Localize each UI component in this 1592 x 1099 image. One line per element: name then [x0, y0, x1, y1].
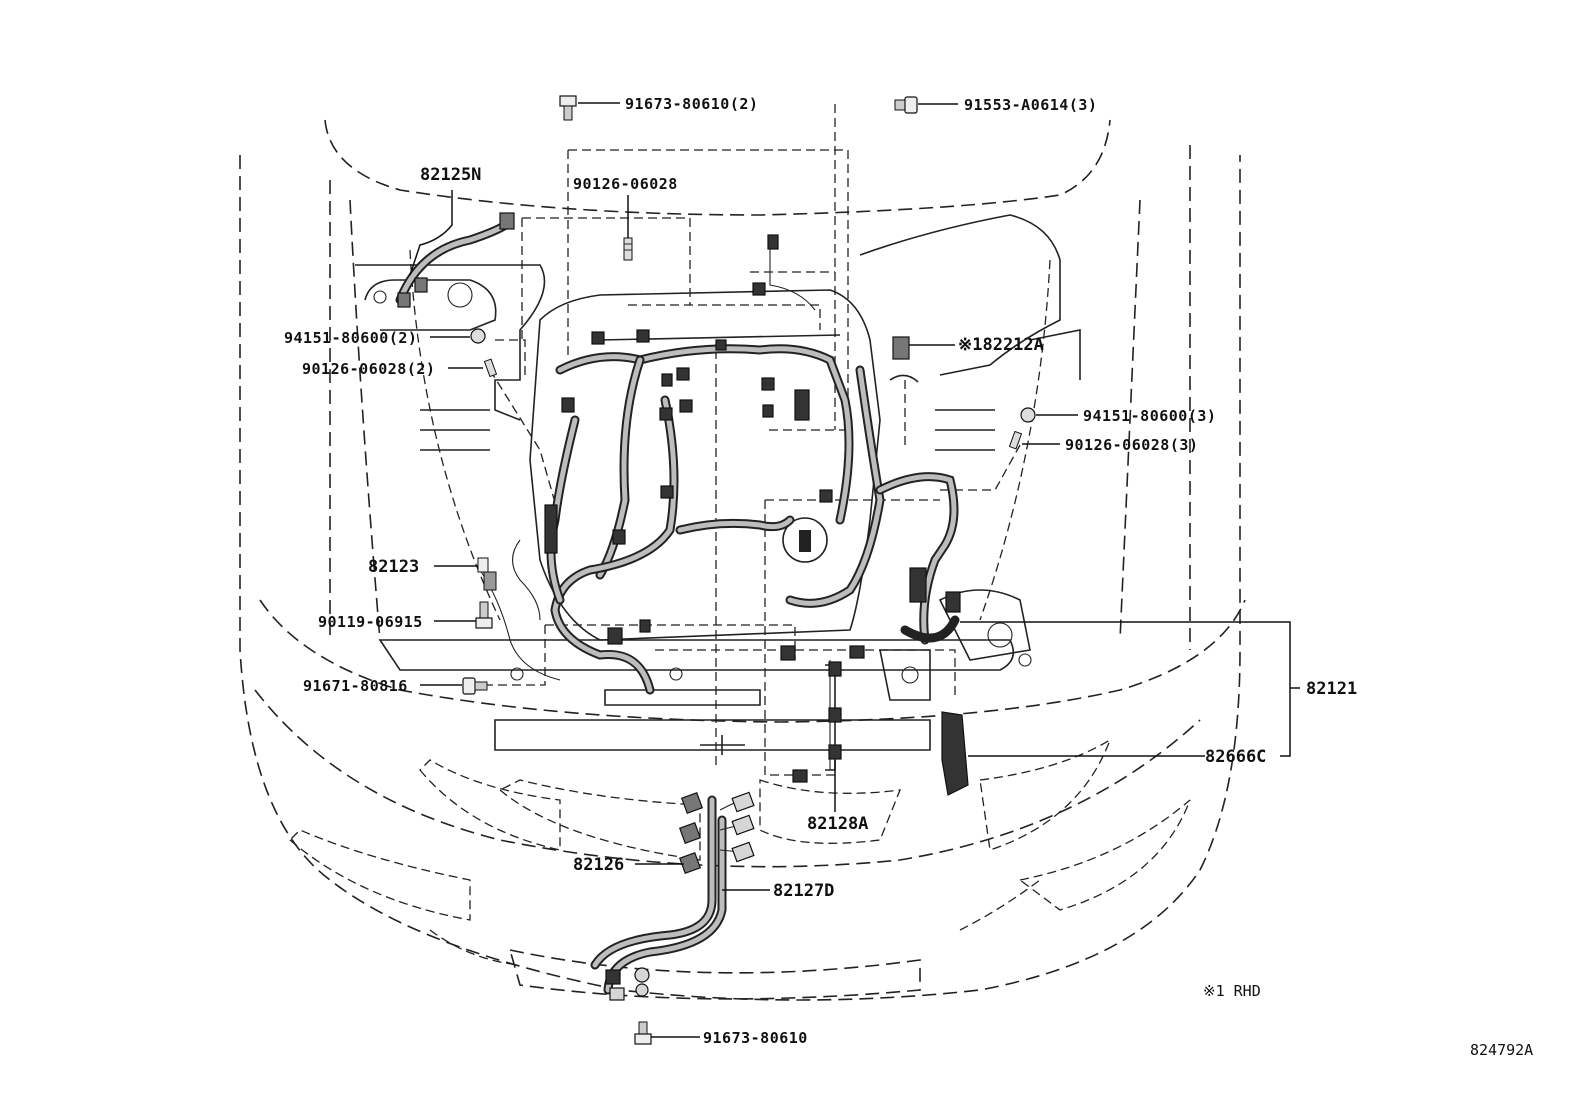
bolt-90119-06915	[475, 601, 493, 629]
reference-boxes	[480, 104, 1021, 776]
label-82121: 82121	[1306, 679, 1357, 699]
bolt-91673-80610-top	[559, 95, 577, 121]
label-82125N: 82125N	[420, 165, 481, 185]
label-91673-80610: 91673-80610	[703, 1029, 808, 1047]
engine-bay-structure	[355, 214, 1081, 771]
label-82212A: ※182212A	[958, 335, 1044, 355]
label-90126-06028-2: 90126-06028(2)	[302, 360, 435, 378]
label-90119-06915: 90119-06915	[318, 613, 423, 631]
fasteners	[462, 95, 1036, 1045]
label-82126: 82126	[573, 855, 624, 875]
stud-90126-06028-top	[623, 237, 633, 261]
label-91553-A0614-3: 91553-A0614(3)	[964, 96, 1097, 114]
nut-94151-80600-right	[1020, 407, 1036, 423]
stud-90126-06028-right	[1008, 430, 1023, 450]
nut-94151-80600-left	[470, 328, 486, 344]
label-91673-80610-2: 91673-80610(2)	[625, 95, 758, 113]
connectors	[397, 212, 969, 1001]
label-91671-80816: 91671-80816	[303, 677, 408, 695]
bolt-91553-a0614	[894, 96, 918, 114]
label-82123: 82123	[368, 557, 419, 577]
stud-90126-06028-left	[483, 358, 498, 378]
bolt-91671-80816	[462, 677, 488, 695]
label-90126-06028-3: 90126-06028(3)	[1065, 436, 1198, 454]
label-94151-80600-2: 94151-80600(2)	[284, 329, 417, 347]
part-labels: 82125N 91673-80610(2) 91553-A0614(3) 901…	[284, 95, 1533, 1059]
label-82127D: 82127D	[773, 881, 834, 901]
label-94151-80600-3: 94151-80600(3)	[1083, 407, 1216, 425]
bolt-91673-80610-bottom	[634, 1021, 652, 1045]
clamp	[889, 374, 919, 383]
label-90126-06028-top: 90126-06028	[573, 175, 678, 193]
footnote-rhd: ※1 RHD	[1203, 982, 1261, 1000]
diagram-id: 824792A	[1470, 1041, 1533, 1059]
label-82128A: 82128A	[807, 814, 868, 834]
sensor-82123	[477, 557, 497, 591]
label-82666C: 82666C	[1205, 747, 1266, 767]
leader-lines	[409, 102, 1300, 1038]
